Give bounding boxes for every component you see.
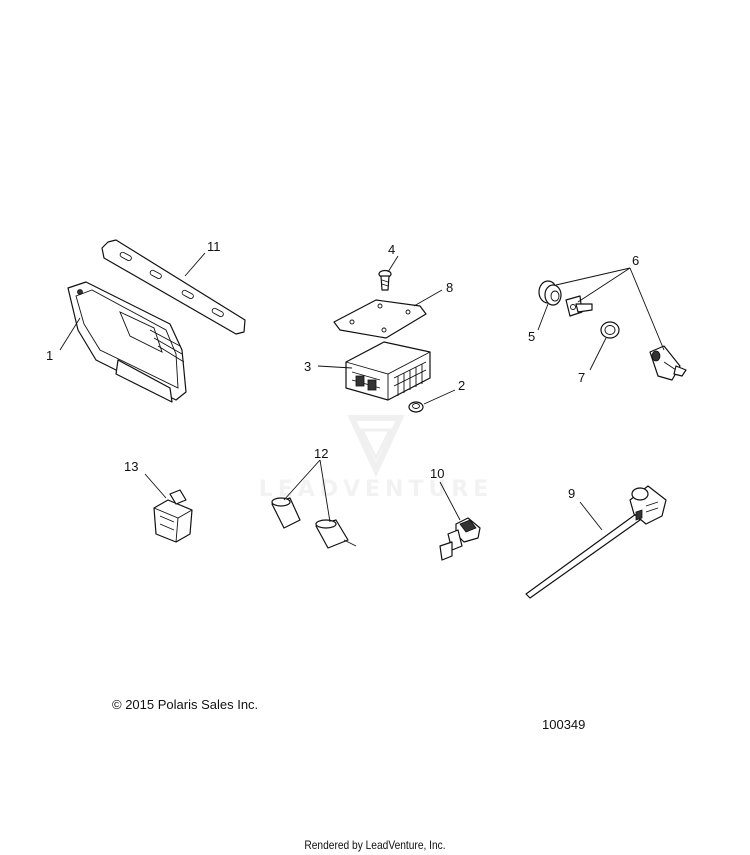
part-5-ignition-switch[interactable] [538, 280, 562, 306]
callout-7: 7 [578, 370, 585, 385]
callout-6: 6 [632, 253, 639, 268]
callout-11: 11 [207, 239, 221, 254]
part-6-switch-body[interactable] [649, 345, 687, 381]
part-10-temperature-sensor[interactable] [439, 517, 481, 561]
diagram-id: 100349 [542, 717, 586, 732]
callout-5: 5 [528, 329, 535, 344]
callout-labels: 1 2 3 4 5 6 7 8 9 10 11 12 13 [46, 239, 639, 501]
watermark-logo: LEADVENTURE [259, 415, 494, 502]
callout-12: 12 [314, 446, 328, 461]
part-3-fuse-box[interactable] [345, 341, 431, 401]
part-2-grommet[interactable] [408, 401, 424, 413]
part-4-screw[interactable] [378, 269, 392, 291]
copyright-notice: © 2015 Polaris Sales Inc. [112, 697, 259, 712]
part-9-sensor-rod[interactable] [525, 485, 667, 599]
watermark-text: LEADVENTURE [259, 477, 494, 502]
callout-2: 2 [458, 378, 465, 393]
callout-10: 10 [430, 466, 444, 481]
callout-13: 13 [124, 459, 138, 474]
part-7-bezel-ring[interactable] [600, 321, 620, 339]
part-1-ecu[interactable] [67, 281, 187, 403]
callout-9: 9 [568, 486, 575, 501]
leader-lines [59, 252, 665, 531]
callout-4: 4 [388, 242, 395, 257]
part-12-connectors[interactable] [271, 497, 357, 549]
part-6-key[interactable] [565, 295, 593, 317]
part-8-cover[interactable] [333, 299, 427, 339]
callout-1: 1 [46, 348, 53, 363]
callout-8: 8 [446, 280, 453, 295]
part-13-relay[interactable] [153, 489, 193, 543]
rendered-by-footer: Rendered by LeadVenture, Inc. [304, 838, 446, 852]
part-11-mounting-strap[interactable] [101, 239, 246, 335]
callout-3: 3 [304, 359, 311, 374]
